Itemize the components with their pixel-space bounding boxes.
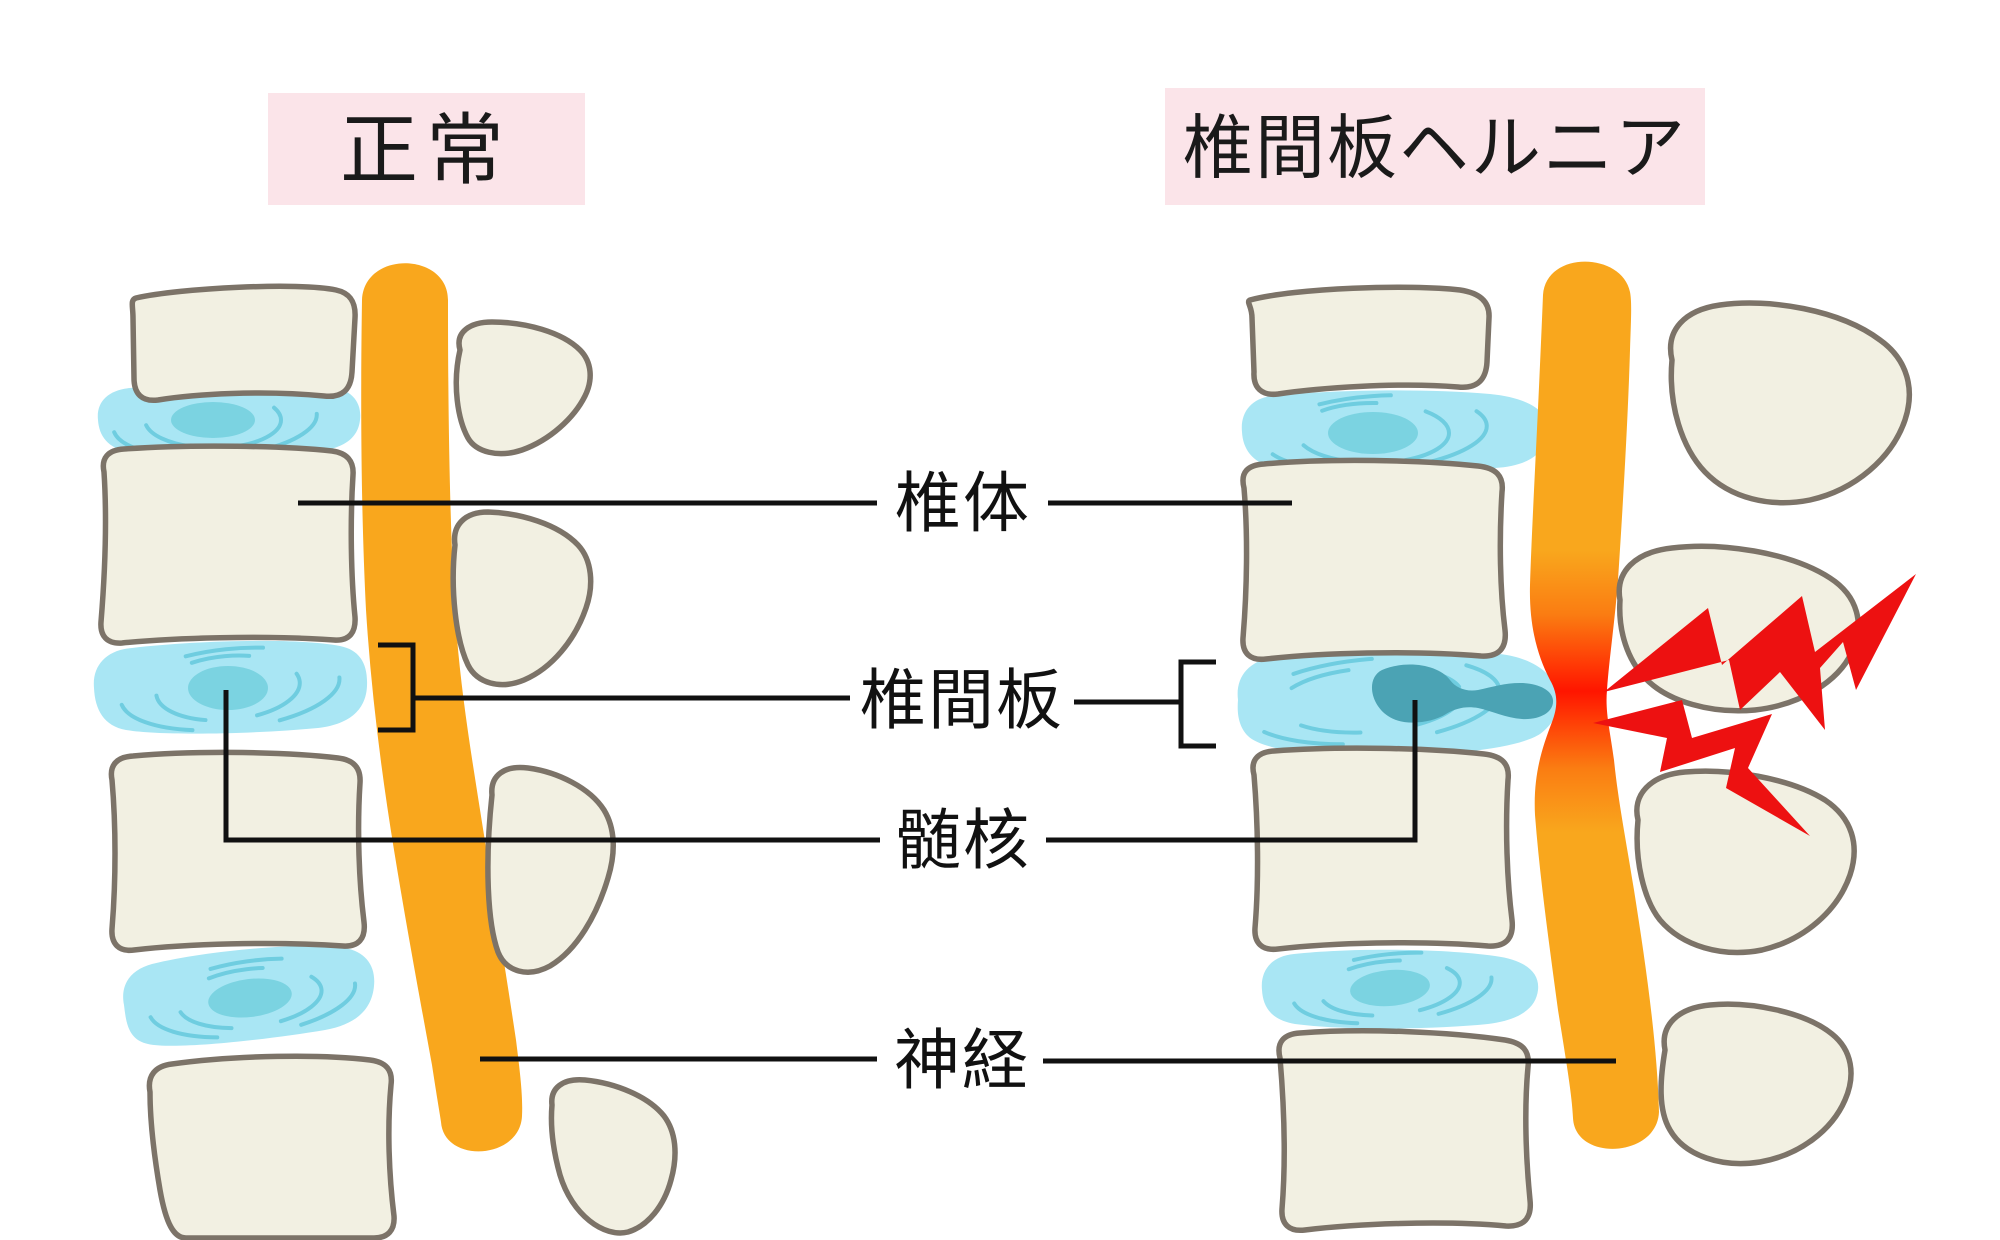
spinous-process — [1667, 300, 1913, 506]
vertebra-body — [1240, 457, 1509, 663]
bracket — [1178, 659, 1216, 749]
nerve-band-normal — [361, 263, 523, 1152]
spinous-process — [548, 1077, 678, 1236]
hernia-spine-diagram — [1237, 261, 1916, 1234]
normal-spine-diagram — [93, 263, 678, 1240]
title-hernia: 椎間板ヘルニア — [1165, 88, 1705, 205]
pain-bolt-lower — [1593, 700, 1810, 836]
spinous-process — [453, 319, 593, 457]
bracket — [378, 642, 416, 733]
nerve-band-compressed — [1529, 261, 1659, 1149]
normal-discs — [93, 382, 375, 1046]
label-intervertebral-disc: 椎間板 — [860, 663, 1064, 737]
title-normal-text: 正常 — [340, 106, 512, 194]
title-normal: 正常 — [268, 93, 585, 205]
pain-bolt-upper — [1604, 574, 1916, 730]
normal-processes — [450, 319, 678, 1236]
disc — [1261, 949, 1539, 1029]
title-hernia-text: 椎間板ヘルニア — [1183, 109, 1687, 187]
hernia-vertebrae — [1240, 284, 1534, 1234]
normal-vertebrae — [98, 283, 397, 1240]
vertebra-body — [129, 283, 358, 404]
title-normal-bg — [268, 93, 585, 205]
vertebra-body — [1245, 284, 1492, 398]
disc — [1241, 390, 1549, 473]
annotations: 椎体 椎間板 髄核 神経 — [223, 466, 1616, 1097]
spinous-process — [1658, 1001, 1854, 1167]
pain-flash-icon — [1593, 574, 1916, 836]
hernia-discs — [1237, 390, 1560, 1029]
label-line — [1046, 700, 1418, 843]
disc-nucleus — [171, 402, 255, 438]
vertebra-body — [1250, 745, 1516, 953]
title-hernia-bg — [1165, 88, 1705, 205]
label-line — [223, 690, 880, 843]
disc — [93, 640, 368, 734]
spinous-process — [450, 509, 594, 688]
vertebra-body — [98, 443, 358, 646]
disc-nucleus — [188, 666, 268, 710]
disc — [123, 945, 375, 1046]
spinous-process — [1634, 768, 1857, 956]
label-nucleus-pulposus: 髄核 — [895, 803, 1031, 877]
label-vertebral-body: 椎体 — [895, 466, 1031, 540]
herniated-disc — [1237, 648, 1560, 756]
disc-nucleus — [1350, 969, 1430, 1007]
disc-nucleus — [1328, 412, 1418, 454]
vertebra-body — [1276, 1028, 1534, 1234]
label-nerve: 神経 — [894, 1023, 1030, 1097]
spinous-process — [485, 764, 616, 975]
vertebra-body — [108, 749, 368, 954]
vertebra-body — [146, 1053, 397, 1240]
disc-nucleus — [208, 978, 292, 1018]
